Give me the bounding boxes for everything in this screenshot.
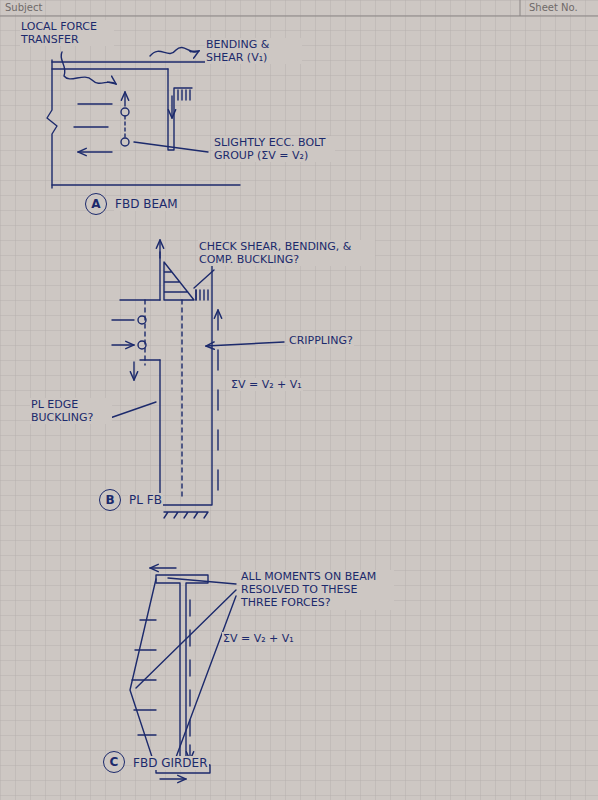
bolt xyxy=(121,108,129,116)
support-hatch xyxy=(164,512,208,518)
callout-letter: C xyxy=(110,756,119,768)
handwritten-note: LOCAL FORCE TRANSFER xyxy=(20,20,114,46)
plate-edge xyxy=(120,300,160,360)
plate-force-arrow xyxy=(159,240,160,258)
plate-outline xyxy=(160,252,212,505)
handwritten-note: Sheet No. xyxy=(528,2,579,14)
bolt-force-arrows xyxy=(112,320,134,345)
distribution-ticks xyxy=(132,620,156,735)
girder-sketch xyxy=(130,568,236,779)
callout-letter: A xyxy=(91,198,100,210)
handwritten-note: PL FB xyxy=(128,493,163,507)
shear-arrow xyxy=(133,362,134,380)
leader-line xyxy=(194,270,214,300)
leader-line xyxy=(134,142,208,152)
flange-force-arrow xyxy=(160,778,186,779)
handwritten-note: ΣV = V₂ + V₁ xyxy=(230,378,303,391)
bending-stress-block xyxy=(164,262,194,300)
bolt-force-arrow xyxy=(124,92,125,106)
beam-break-line xyxy=(47,60,57,188)
bolt xyxy=(121,138,129,146)
shear-hatch xyxy=(196,290,208,300)
handwritten-note: CHECK SHEAR, BENDING, & COMP. BUCKLING? xyxy=(198,240,375,266)
handwritten-note: ΣV = V₂ + V₁ xyxy=(222,632,295,645)
shear-hatch xyxy=(178,90,190,100)
beam-flange xyxy=(52,62,240,185)
plate-dashed-line xyxy=(145,300,182,500)
force-arrows xyxy=(74,104,112,152)
flange-force-arrow xyxy=(150,567,176,568)
leader-squiggle xyxy=(150,47,199,56)
handwritten-note: FBD GIRDER xyxy=(132,756,209,770)
leader-arrow xyxy=(206,342,284,346)
girder-section xyxy=(156,575,210,773)
callout-letter: B xyxy=(105,494,114,506)
handwritten-note: ALL MOMENTS ON BEAM RESOLVED TO THESE TH… xyxy=(240,570,394,610)
beam-cope xyxy=(168,69,192,150)
shear-flow-arrows xyxy=(217,310,218,490)
bolt-line xyxy=(124,116,125,138)
bolt xyxy=(138,316,146,324)
bolt xyxy=(138,341,146,349)
handwritten-note: SLIGHTLY ECC. BOLT GROUP (ΣV = V₂) xyxy=(213,136,335,162)
handwritten-note: Subject xyxy=(4,2,43,14)
sheet-header xyxy=(0,0,598,16)
handwritten-note: FBD BEAM xyxy=(114,197,179,211)
handwritten-note: BENDING & SHEAR (V₁) xyxy=(205,38,302,64)
leader-line xyxy=(110,402,156,418)
circled-letter: A xyxy=(85,193,107,215)
force-distribution xyxy=(130,579,156,769)
leader-line xyxy=(136,578,236,768)
beam-sketch xyxy=(47,47,240,188)
circled-letter: C xyxy=(103,751,125,773)
web-shear-arrows xyxy=(189,600,190,760)
handwritten-note: PL EDGE BUCKLING? xyxy=(30,398,112,424)
handwritten-note: CRIPPLING? xyxy=(288,334,354,347)
shear-arrow xyxy=(171,96,172,118)
leader-squiggle xyxy=(61,52,116,84)
circled-letter: B xyxy=(99,489,121,511)
